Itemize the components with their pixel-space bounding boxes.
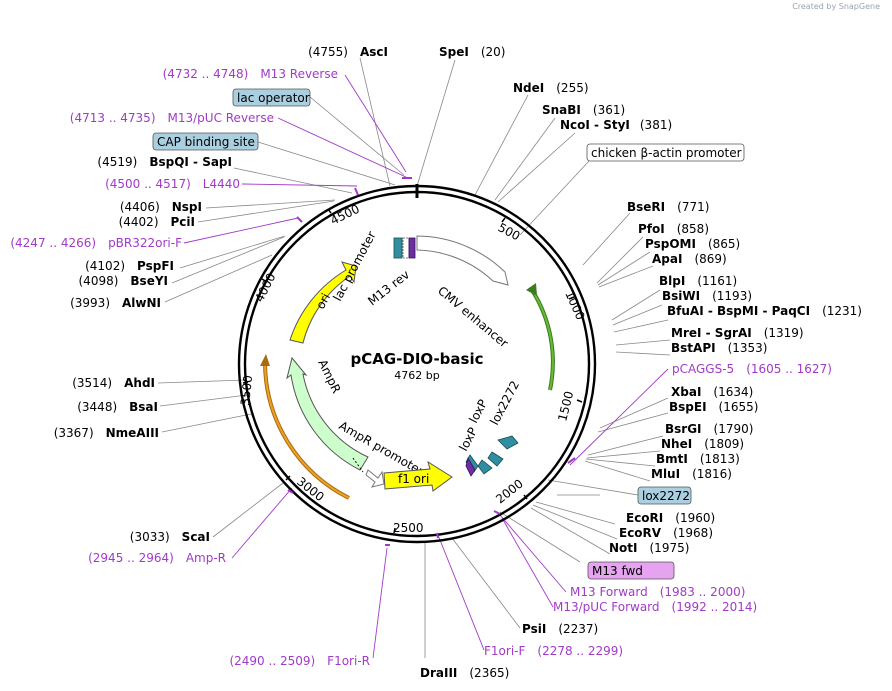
tick-2500: 2500 bbox=[393, 521, 424, 535]
site-label: MluI(1816) bbox=[651, 467, 732, 481]
site-label: (3993)AlwNI bbox=[70, 296, 161, 310]
loxp-arrow-1 bbox=[477, 459, 493, 475]
ampr-promoter-arrow bbox=[365, 469, 385, 488]
primer-label: (4247 .. 4266)pBR322ori-F bbox=[10, 236, 182, 250]
lox2272-arrow-1 bbox=[497, 435, 519, 450]
f1-ori-label: f1 ori bbox=[398, 472, 429, 486]
primer-label: M13 Forward(1983 .. 2000) bbox=[570, 585, 745, 599]
primer-label: (4500 .. 4517)L4440 bbox=[105, 177, 240, 191]
plasmid-size: 4762 bp bbox=[394, 369, 439, 382]
site-label: NotI(1975) bbox=[609, 541, 689, 555]
site-label: PsiI(2237) bbox=[522, 622, 598, 636]
primer-label: (4713 .. 4735)M13/pUC Reverse bbox=[70, 111, 274, 125]
primer-label: (2490 .. 2509)F1ori-R bbox=[229, 654, 370, 668]
left-site-labels: (4755)AscI (4519)BspQI - SapI (4406)NspI… bbox=[54, 45, 388, 544]
lox2272-box-label: lox2272 bbox=[642, 489, 690, 503]
primer-label: M13/pUC Forward(1992 .. 2014) bbox=[553, 600, 757, 614]
leader-lines bbox=[157, 57, 671, 658]
site-label: PspOMI(865) bbox=[645, 237, 740, 251]
site-label: (3367)NmeAIII bbox=[54, 426, 159, 440]
site-label: (4098)BseYI bbox=[79, 274, 169, 288]
site-label: BstAPI(1353) bbox=[671, 341, 767, 355]
tick-1500: 1500 bbox=[555, 390, 576, 423]
primer-marks bbox=[287, 177, 576, 546]
site-label: BsiWI(1193) bbox=[662, 289, 752, 303]
site-label: SpeI(20) bbox=[439, 45, 505, 59]
site-label: (4102)PspFI bbox=[85, 259, 174, 273]
site-label: PfoI(858) bbox=[638, 222, 709, 236]
chicken-actin-box bbox=[586, 143, 745, 162]
amp-orange-arc-fill bbox=[264, 361, 350, 499]
tick-3500: 3500 bbox=[238, 374, 255, 406]
m13-fwd-label: M13 fwd bbox=[592, 564, 643, 578]
cre-green-arc-fill bbox=[531, 289, 554, 391]
site-label: EcoRI(1960) bbox=[626, 511, 715, 525]
lox2272-feature-label: lox2272 bbox=[487, 378, 522, 427]
site-label: (4406)NspI bbox=[120, 200, 202, 214]
site-label: (3033)ScaI bbox=[130, 530, 210, 544]
site-label: DraIII(2365) bbox=[420, 666, 509, 680]
cmv-enhancer-label: CMV enhancer bbox=[435, 284, 511, 351]
primer-label: (2945 .. 2964)Amp-R bbox=[88, 551, 226, 565]
cap-binding-label: CAP binding site bbox=[157, 135, 255, 149]
ori-arrow bbox=[289, 261, 357, 344]
lac-operator-label: lac operator bbox=[237, 91, 310, 105]
lox-arrows bbox=[465, 435, 519, 477]
lac-promoter-mark bbox=[402, 237, 410, 259]
site-label: EcoRV(1968) bbox=[619, 526, 713, 540]
ampr-dashed bbox=[352, 457, 364, 473]
plasmid-name: pCAG-DIO-basic bbox=[350, 350, 483, 368]
site-label: ApaI(869) bbox=[652, 252, 727, 266]
primer-label: F1ori-F(2278 .. 2299) bbox=[484, 644, 623, 658]
site-label: (3448)BsaI bbox=[77, 400, 158, 414]
cre-green-arc bbox=[530, 288, 555, 391]
ori-label: ori bbox=[313, 291, 333, 311]
snapgene-watermark: Created by SnapGene bbox=[792, 2, 880, 11]
m13-fwd-box bbox=[587, 561, 675, 580]
site-label: BlpI(1161) bbox=[659, 274, 737, 288]
site-label: NdeI(255) bbox=[513, 81, 589, 95]
tick-marks bbox=[242, 208, 583, 534]
tick-1000: 1000 bbox=[562, 289, 587, 323]
site-label: (3514)AhdI bbox=[72, 376, 155, 390]
cre-green-arrowhead bbox=[526, 283, 537, 296]
primer-labels: (4732 .. 4748)M13 Reverse (4713 .. 4735)… bbox=[10, 67, 832, 668]
lox2272-arrow-2 bbox=[487, 451, 504, 467]
site-label: BsrGI(1790) bbox=[665, 422, 753, 436]
ampr-label: AmpR bbox=[315, 357, 343, 395]
m13-rev-label: M13 rev bbox=[365, 267, 412, 308]
primer-leader-lines bbox=[183, 74, 669, 659]
lac-operator-box bbox=[232, 88, 311, 107]
site-label: BspEI(1655) bbox=[669, 400, 758, 414]
loxp-label-2: loxP bbox=[456, 425, 480, 453]
lox2272-box bbox=[637, 486, 692, 505]
lac-operator-mark bbox=[393, 237, 403, 259]
site-label: (4519)BspQI - SapI bbox=[97, 155, 232, 169]
f1-ori-arrow bbox=[383, 460, 453, 492]
site-label: BmtI(1813) bbox=[656, 452, 740, 466]
purple-marker bbox=[465, 456, 476, 477]
cmv-enhancer-arrow bbox=[416, 235, 509, 286]
amp-orange-arrowhead bbox=[260, 354, 270, 366]
top-small-features bbox=[393, 237, 416, 259]
right-site-labels: SpeI(20) NdeI(255) SnaBI(361) NcoI - Sty… bbox=[420, 45, 862, 680]
site-label: SnaBI(361) bbox=[542, 103, 625, 117]
site-label: (4755)AscI bbox=[308, 45, 388, 59]
cap-binding-box bbox=[152, 132, 259, 151]
site-label: NcoI - StyI(381) bbox=[560, 118, 672, 132]
site-label: BfuAI - BspMI - PaqCI(1231) bbox=[667, 304, 862, 318]
primer-label: pCAGGS-5(1605 .. 1627) bbox=[672, 362, 832, 376]
site-label: MreI - SgrAI(1319) bbox=[671, 326, 804, 340]
ampr-arrow bbox=[286, 356, 369, 471]
site-label: BseRI(771) bbox=[627, 200, 709, 214]
boxed-labels: lac operator CAP binding site chicken β-… bbox=[152, 88, 745, 580]
chicken-actin-label: chicken β-actin promoter bbox=[591, 146, 742, 160]
site-label: NheI(1809) bbox=[661, 437, 744, 451]
box-leader-lines bbox=[257, 96, 639, 563]
primer-label: (4732 .. 4748)M13 Reverse bbox=[163, 67, 338, 81]
site-label: XbaI(1634) bbox=[671, 385, 753, 399]
site-label: (4402)PciI bbox=[119, 215, 195, 229]
m13rev-mark bbox=[408, 237, 416, 259]
